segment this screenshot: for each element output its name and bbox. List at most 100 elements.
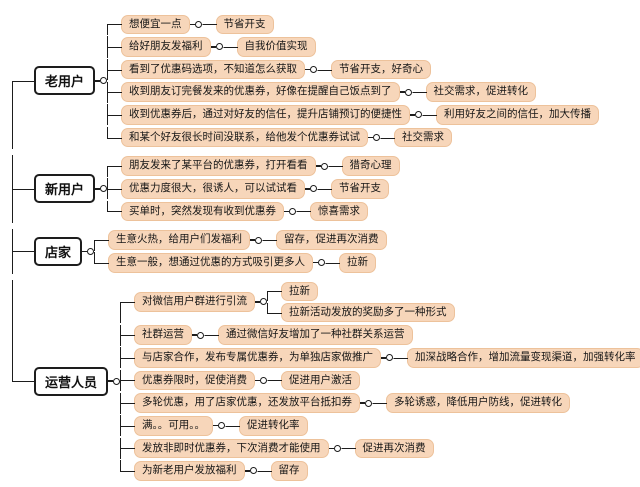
collapse-handle-icon[interactable] bbox=[310, 185, 318, 193]
leaf-node[interactable]: 节省开支，好奇心 bbox=[331, 59, 432, 80]
topic-node[interactable]: 买单时，突然发现有收到优惠券 bbox=[121, 201, 285, 222]
leaf-node[interactable]: 促进再次消费 bbox=[354, 438, 434, 459]
topic-node[interactable]: 优惠券限时，促使消费 bbox=[134, 370, 256, 391]
branch: 生意火热，给用户们发福利 留存，促进再次消费 bbox=[108, 230, 387, 251]
branch: 拉新 bbox=[281, 281, 319, 302]
leaf-node[interactable]: 社交需求 bbox=[394, 127, 453, 148]
connector-line bbox=[213, 424, 219, 427]
collapse-handle-icon[interactable] bbox=[415, 111, 423, 119]
topic-node[interactable]: 为新老用户发放福利 bbox=[134, 461, 245, 481]
collapse-handle-icon[interactable] bbox=[318, 259, 326, 267]
leaf-node[interactable]: 拉新活动发放的奖励多了一种形式 bbox=[281, 302, 455, 323]
topic-node[interactable]: 生意一般，想通过优惠的方式吸引更多人 bbox=[108, 252, 314, 273]
collapse-handle-icon[interactable] bbox=[310, 66, 318, 74]
collapse-handle-icon[interactable] bbox=[365, 399, 373, 407]
category-node[interactable]: 老用户 bbox=[34, 66, 96, 96]
collapse-handle-icon[interactable] bbox=[333, 444, 341, 452]
leaf-node[interactable]: 自我价值实现 bbox=[236, 37, 316, 57]
branch: 给好朋友发福利 自我价值实现 bbox=[121, 36, 316, 57]
leaf-node[interactable]: 利用好友之间的信任，加大传播 bbox=[436, 105, 600, 125]
children-group: 朋友发来了某平台的优惠券，打开看看 猎奇心理优惠力度很大，很诱人，可以试试看 节省开… bbox=[107, 155, 400, 223]
leaf-node[interactable]: 留存 bbox=[270, 461, 308, 481]
topic-node[interactable]: 多轮优惠，用了店家优惠，还发放平台抵扣券 bbox=[134, 393, 361, 413]
collapse-handle-icon[interactable] bbox=[260, 376, 268, 384]
branch-connector bbox=[95, 185, 108, 193]
children-group: 节省开支 bbox=[201, 14, 274, 35]
connector-line bbox=[255, 379, 261, 382]
topic-node[interactable]: 社群运营 bbox=[134, 325, 193, 345]
leaf-node[interactable]: 促进用户激活 bbox=[281, 370, 361, 391]
topic-node[interactable]: 给好朋友发福利 bbox=[121, 37, 211, 57]
branch: 收到朋友订完餐发来的优惠券，好像在提醒自己饭点到了 社交需求，促进转化 bbox=[121, 82, 537, 103]
collapse-handle-icon[interactable] bbox=[289, 207, 297, 215]
collapse-handle-icon[interactable] bbox=[194, 20, 202, 28]
children-group: 加深战略合作，增加流量变现渠道，加强转化率 bbox=[393, 347, 640, 368]
topic-node[interactable]: 收到朋友订完餐发来的优惠券，好像在提醒自己饭点到了 bbox=[121, 82, 400, 103]
leaf-node[interactable]: 留存，促进再次消费 bbox=[276, 230, 387, 250]
leaf-node[interactable]: 促进转化率 bbox=[239, 415, 308, 436]
branch-connector bbox=[213, 422, 226, 430]
topic-node[interactable]: 和某个好友很长时间没联系，给他发个优惠券试试 bbox=[121, 127, 369, 148]
collapse-handle-icon[interactable] bbox=[87, 247, 95, 255]
collapse-handle-icon[interactable] bbox=[113, 377, 121, 385]
branch-row: 节省开支，好奇心 bbox=[317, 59, 432, 80]
branch: 与店家合作，发布专属优惠券，为单独店家做推广 加深战略合作，增加流量变现渠道，加强… bbox=[134, 347, 640, 368]
children-group: 留存，促进再次消费 bbox=[262, 230, 387, 251]
branch-row: 买单时，突然发现有收到优惠券 惊喜需求 bbox=[107, 200, 400, 222]
branch-row: 节省开支 bbox=[317, 178, 390, 199]
collapse-handle-icon[interactable] bbox=[260, 298, 268, 306]
branch-row: 促进转化率 bbox=[225, 415, 308, 436]
connector-line bbox=[244, 470, 250, 472]
topic-node[interactable]: 对微信用户群进行引流 bbox=[134, 292, 256, 312]
topic-node[interactable]: 生意火热，给用户们发福利 bbox=[108, 230, 251, 250]
leaf-node[interactable]: 惊喜需求 bbox=[310, 201, 369, 222]
category-node[interactable]: 店家 bbox=[34, 236, 83, 266]
branch-row: 促进再次消费 bbox=[340, 438, 434, 459]
branch-connector bbox=[284, 207, 297, 215]
collapse-handle-icon[interactable] bbox=[100, 185, 108, 193]
topic-node[interactable]: 朋友发来了某平台的优惠券，打开看看 bbox=[121, 156, 316, 176]
collapse-handle-icon[interactable] bbox=[404, 88, 412, 96]
collapse-handle-icon[interactable] bbox=[218, 422, 226, 430]
leaf-node[interactable]: 多轮诱惑，降低用户防线，促进转化 bbox=[386, 393, 571, 413]
branch-row: 社交需求 bbox=[380, 127, 453, 148]
branch: 满。。可用。。 促进转化率 bbox=[134, 415, 308, 436]
collapse-handle-icon[interactable] bbox=[197, 331, 205, 339]
children-group: 促进用户激活 bbox=[267, 370, 361, 391]
branch-row: 发放非即时优惠券，下次消费才能使用 促进再次消费 bbox=[120, 437, 640, 460]
leaf-node[interactable]: 社交需求，促进转化 bbox=[425, 82, 537, 103]
leaf-node[interactable]: 节省开支 bbox=[331, 178, 390, 199]
collapse-handle-icon[interactable] bbox=[320, 162, 328, 170]
leaf-node[interactable]: 加深战略合作，增加流量变现渠道，加强转化率 bbox=[407, 347, 640, 368]
branch-row: 为新老用户发放福利 留存 bbox=[120, 460, 640, 481]
topic-node[interactable]: 与店家合作，发布专属优惠券，为单独店家做推广 bbox=[134, 347, 382, 368]
collapse-handle-icon[interactable] bbox=[373, 134, 381, 142]
leaf-node[interactable]: 节省开支 bbox=[215, 14, 274, 35]
branch-row: 优惠力度很大，很诱人，可以试试看 节省开支 bbox=[107, 178, 400, 200]
category-node[interactable]: 新用户 bbox=[34, 174, 96, 204]
topic-node[interactable]: 收到优惠券后，通过对好友的信任，提升店铺预订的便捷性 bbox=[121, 105, 411, 125]
branch: 自我价值实现 bbox=[236, 37, 316, 57]
topic-node[interactable]: 优惠力度很大，很诱人，可以试试看 bbox=[121, 178, 306, 199]
children-group: 利用好友之间的信任，加大传播 bbox=[422, 104, 600, 125]
children-group: 惊喜需求 bbox=[296, 201, 369, 222]
category-node[interactable]: 运营人员 bbox=[34, 366, 109, 396]
topic-node[interactable]: 看到了优惠码选项，不知道怎么获取 bbox=[121, 59, 306, 80]
leaf-node[interactable]: 拉新 bbox=[281, 281, 319, 302]
collapse-handle-icon[interactable] bbox=[255, 236, 263, 244]
collapse-handle-icon[interactable] bbox=[386, 354, 394, 362]
leaf-node[interactable]: 猎奇心理 bbox=[341, 156, 400, 176]
collapse-handle-icon[interactable] bbox=[215, 43, 223, 51]
branch: 节省开支，好奇心 bbox=[331, 59, 432, 80]
topic-node[interactable]: 发放非即时优惠券，下次消费才能使用 bbox=[134, 438, 329, 459]
collapse-handle-icon[interactable] bbox=[100, 77, 108, 85]
branch-row: 猎奇心理 bbox=[327, 156, 400, 176]
leaf-node[interactable]: 拉新 bbox=[339, 252, 377, 273]
leaf-node[interactable]: 通过微信好友增加了一种社群关系运营 bbox=[218, 325, 413, 345]
topic-node[interactable]: 满。。可用。。 bbox=[134, 415, 214, 436]
collapse-handle-icon[interactable] bbox=[249, 467, 257, 475]
connector-line bbox=[381, 357, 387, 359]
topic-node[interactable]: 想便宜一点 bbox=[121, 14, 190, 35]
branch: 惊喜需求 bbox=[310, 201, 369, 222]
branch-row: 通过微信好友增加了一种社群关系运营 bbox=[204, 325, 413, 345]
